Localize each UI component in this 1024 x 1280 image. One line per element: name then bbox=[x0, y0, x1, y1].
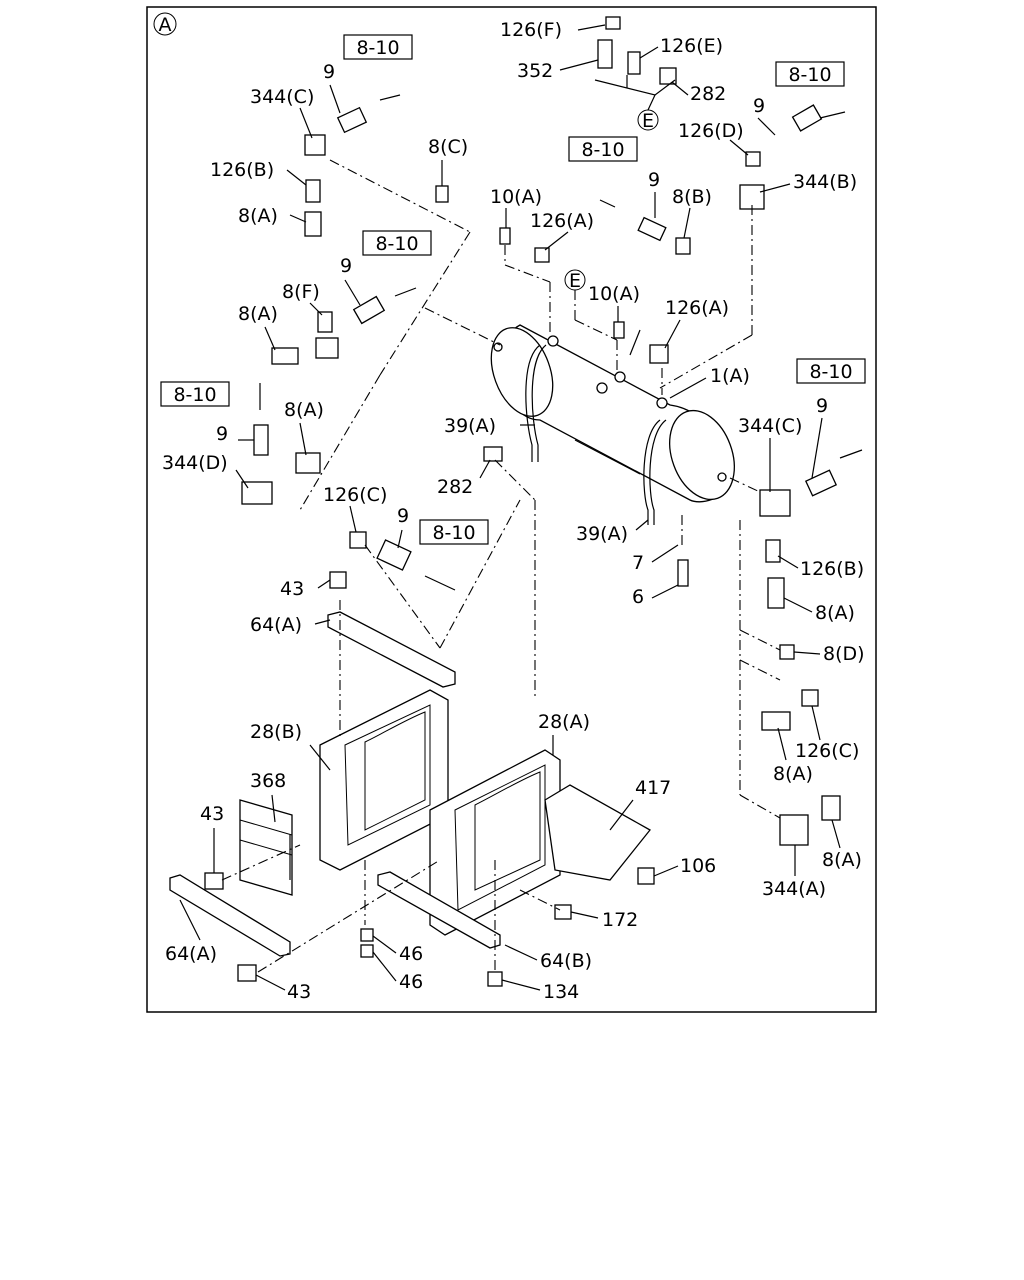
label-28a: 28(A) bbox=[538, 711, 590, 733]
label-10a-2: 10(A) bbox=[588, 283, 640, 305]
label-6: 6 bbox=[632, 586, 644, 608]
label-8a-1: 8(A) bbox=[238, 205, 278, 227]
air-tank bbox=[490, 324, 735, 503]
label-7: 7 bbox=[632, 552, 644, 574]
label-28b: 28(B) bbox=[250, 721, 302, 743]
bracket-28b bbox=[319, 689, 449, 871]
label-344a: 344(A) bbox=[762, 878, 826, 900]
label-64b: 64(B) bbox=[540, 950, 592, 972]
label-64a-top: 64(A) bbox=[250, 614, 302, 636]
strap-64a-top bbox=[327, 611, 456, 688]
ref-box-8-10-f[interactable]: 8-10 bbox=[160, 381, 230, 407]
view-marker-letter: A bbox=[159, 14, 172, 36]
label-282-mid: 282 bbox=[437, 476, 473, 498]
label-126b-left: 126(B) bbox=[210, 159, 274, 181]
label-46-a: 46 bbox=[399, 943, 423, 965]
svg-text:8-10: 8-10 bbox=[375, 233, 418, 255]
ref-box-8-10-g[interactable]: 8-10 bbox=[419, 519, 489, 545]
label-172: 172 bbox=[602, 909, 638, 931]
ref-box-8-10-e[interactable]: 8-10 bbox=[796, 358, 866, 384]
label-1a: 1(A) bbox=[710, 365, 750, 387]
label-8a-5: 8(A) bbox=[773, 763, 813, 785]
label-9-f: 9 bbox=[216, 423, 228, 445]
label-9-b: 9 bbox=[753, 95, 765, 117]
bracket-28a bbox=[429, 749, 561, 936]
svg-text:8-10: 8-10 bbox=[809, 361, 852, 383]
strap-64a-bottom bbox=[169, 874, 291, 957]
plate-417 bbox=[544, 784, 651, 881]
label-39a-2: 39(A) bbox=[576, 523, 628, 545]
fittings bbox=[204, 16, 841, 987]
label-39a-1: 39(A) bbox=[444, 415, 496, 437]
label-344d: 344(D) bbox=[162, 452, 228, 474]
label-8c: 8(C) bbox=[428, 136, 468, 158]
label-64a-bottom: 64(A) bbox=[165, 943, 217, 965]
label-126e: 126(E) bbox=[660, 35, 723, 57]
label-10a-1: 10(A) bbox=[490, 186, 542, 208]
svg-text:8-10: 8-10 bbox=[432, 522, 475, 544]
label-8a-6: 8(A) bbox=[822, 849, 862, 871]
ref-box-8-10-c[interactable]: 8-10 bbox=[568, 136, 638, 162]
label-43-b: 43 bbox=[200, 803, 224, 825]
label-9-d: 9 bbox=[340, 255, 352, 277]
label-344c-left: 344(C) bbox=[250, 86, 314, 108]
label-368: 368 bbox=[250, 770, 286, 792]
label-8d: 8(D) bbox=[823, 643, 865, 665]
label-344b: 344(B) bbox=[793, 171, 857, 193]
label-126a-1: 126(A) bbox=[530, 210, 594, 232]
label-9-g: 9 bbox=[397, 505, 409, 527]
label-8f: 8(F) bbox=[282, 281, 320, 303]
strap-64b bbox=[377, 871, 501, 949]
label-9-e: 9 bbox=[816, 395, 828, 417]
label-9-a: 9 bbox=[323, 61, 335, 83]
label-126f: 126(F) bbox=[500, 19, 562, 41]
ref-marker-e-mid: E bbox=[564, 269, 586, 292]
label-9-c: 9 bbox=[648, 169, 660, 191]
label-106: 106 bbox=[680, 855, 716, 877]
label-8a-2: 8(A) bbox=[238, 303, 278, 325]
label-282-top: 282 bbox=[690, 83, 726, 105]
ref-box-8-10-a[interactable]: 8-10 bbox=[343, 34, 413, 60]
label-46-b: 46 bbox=[399, 971, 423, 993]
leader-lines bbox=[221, 75, 863, 973]
label-leaders bbox=[179, 24, 841, 991]
tank-straps bbox=[525, 344, 667, 525]
ref-marker-e-top: E bbox=[637, 109, 659, 132]
diagram-frame bbox=[146, 6, 877, 1013]
label-126c-left: 126(C) bbox=[323, 484, 387, 506]
svg-text:8-10: 8-10 bbox=[788, 64, 831, 86]
label-126c-right: 126(C) bbox=[795, 740, 859, 762]
part-labels: 126(F) 126(E) 352 282 9 344(C) 9 126(D) … bbox=[162, 19, 865, 1003]
svg-text:E: E bbox=[642, 110, 654, 132]
label-417: 417 bbox=[635, 777, 671, 799]
ref-box-8-10-d[interactable]: 8-10 bbox=[362, 230, 432, 256]
svg-text:E: E bbox=[569, 270, 581, 292]
label-126b-right: 126(B) bbox=[800, 558, 864, 580]
label-126d: 126(D) bbox=[678, 120, 744, 142]
label-352: 352 bbox=[517, 60, 553, 82]
label-43-a: 43 bbox=[280, 578, 304, 600]
label-8b: 8(B) bbox=[672, 186, 712, 208]
label-43-c: 43 bbox=[287, 981, 311, 1003]
label-126a-2: 126(A) bbox=[665, 297, 729, 319]
view-marker: A bbox=[153, 12, 177, 36]
label-8a-3: 8(A) bbox=[284, 399, 324, 421]
svg-text:8-10: 8-10 bbox=[581, 139, 624, 161]
label-344c-right: 344(C) bbox=[738, 415, 802, 437]
ref-box-8-10-b[interactable]: 8-10 bbox=[775, 61, 845, 87]
label-134: 134 bbox=[543, 981, 579, 1003]
svg-text:8-10: 8-10 bbox=[173, 384, 216, 406]
svg-text:8-10: 8-10 bbox=[356, 37, 399, 59]
label-8a-4: 8(A) bbox=[815, 602, 855, 624]
